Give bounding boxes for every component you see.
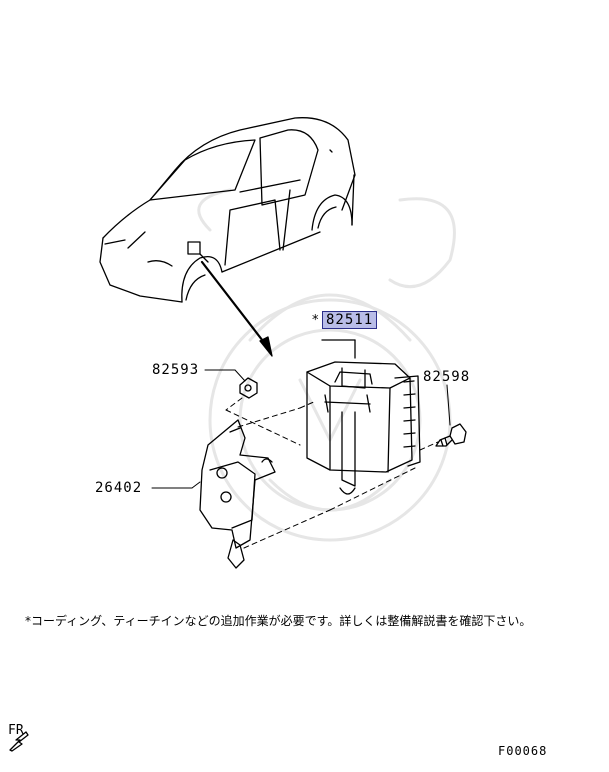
figure-code: F00068 (498, 744, 548, 758)
bolt (435, 423, 467, 447)
part-number-nut[interactable]: 82593 (152, 362, 200, 378)
direction-label: FR (8, 723, 24, 738)
bracket (199, 419, 276, 569)
part-number-bracket[interactable]: 26402 (95, 480, 143, 496)
nut (239, 377, 258, 399)
fr-arrow-icon (9, 731, 29, 752)
vehicle-outline (99, 117, 356, 303)
ecu-part-marker: * (312, 313, 319, 328)
assembly-lines (225, 397, 439, 549)
leader-lines (151, 369, 451, 489)
location-arrow (200, 260, 273, 357)
ecu-module (306, 339, 421, 495)
service-note: *コーディング、ティーチインなどの追加作業が必要です。詳しくは整備解説書を確認下… (25, 614, 532, 628)
part-number-ecu[interactable]: 82511 (322, 311, 378, 329)
part-number-bolt[interactable]: 82598 (423, 369, 471, 385)
